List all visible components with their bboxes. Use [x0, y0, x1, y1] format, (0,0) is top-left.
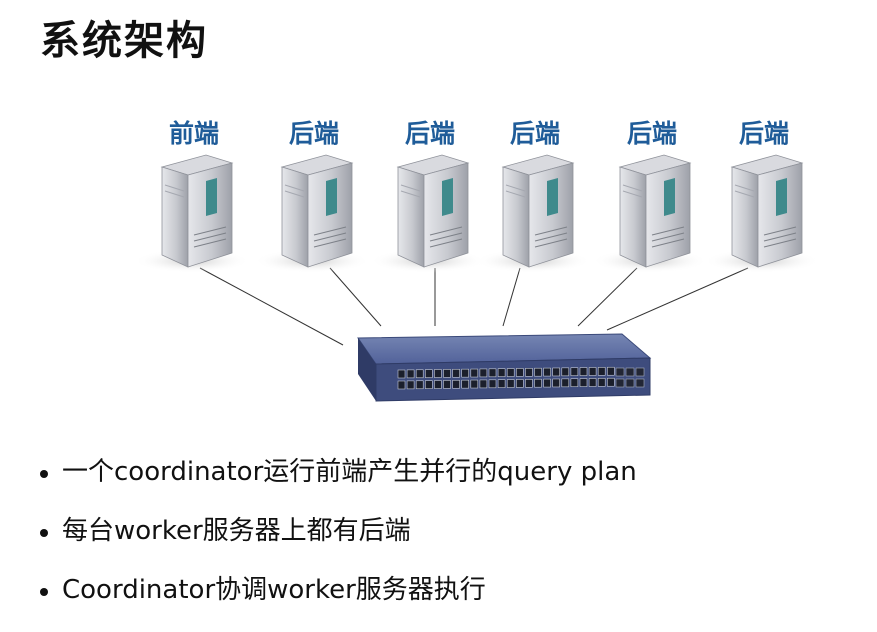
- switch-port: [588, 367, 597, 376]
- bullet-text: 一个coordinator运行前端产生并行的query plan: [62, 457, 637, 487]
- switch-port: [570, 367, 579, 377]
- switch-port: [415, 369, 424, 379]
- switch-port: [606, 366, 615, 376]
- cable-1: [199, 267, 344, 346]
- switch-port: [497, 379, 506, 388]
- slide-title: 系统架构: [40, 17, 208, 64]
- switch-port: [597, 367, 606, 376]
- switch-port: [470, 379, 479, 389]
- switch-port: [561, 378, 570, 388]
- switch-port: [561, 367, 570, 377]
- server-label: 后端: [288, 119, 339, 148]
- switch-port: [543, 378, 551, 388]
- switch-port: [525, 368, 533, 377]
- architecture-diagram: [134, 154, 820, 402]
- switch-port: [570, 378, 579, 388]
- switch-port: [397, 369, 406, 379]
- uplink-port: [635, 378, 645, 388]
- server-label: 后端: [404, 119, 455, 148]
- switch-port: [397, 380, 406, 390]
- switch-port: [552, 378, 561, 388]
- server-label: 后端: [626, 119, 677, 148]
- switch-port: [424, 369, 433, 378]
- server-label: 后端: [738, 119, 789, 148]
- switch-port: [606, 377, 615, 387]
- server-icon: [475, 154, 591, 273]
- switch-port: [579, 378, 588, 387]
- switch-port: [588, 378, 597, 387]
- uplink-port: [615, 367, 625, 377]
- uplink-port: [625, 378, 635, 388]
- server-icon: [592, 154, 708, 273]
- bullet-text: Coordinator协调worker服务器执行: [62, 575, 486, 605]
- bullet-item: Coordinator协调worker服务器执行: [38, 570, 637, 629]
- bullet-dot: [40, 529, 48, 537]
- switch-port: [479, 379, 488, 389]
- switch-port: [461, 368, 470, 378]
- switch-port: [452, 379, 460, 389]
- server-icon: [134, 154, 250, 273]
- switch-port: [443, 380, 451, 389]
- server-icon: [704, 154, 820, 273]
- bullet-item: 每台worker服务器上都有后端: [38, 511, 637, 570]
- switch-port: [406, 369, 415, 379]
- uplink-port: [615, 378, 625, 388]
- switch-port: [506, 368, 515, 377]
- uplink-port: [625, 367, 635, 377]
- uplink-port: [635, 367, 645, 377]
- bullet-dot: [40, 588, 48, 596]
- switch-port: [506, 379, 515, 388]
- server-label: 后端: [509, 119, 560, 148]
- server-icon: [370, 154, 486, 273]
- bullet-list: 一个coordinator运行前端产生并行的query plan 每台worke…: [38, 452, 637, 629]
- switch-port: [488, 379, 497, 389]
- network-switch-icon: [357, 333, 652, 402]
- switch-port: [534, 367, 542, 377]
- switch-port: [479, 368, 488, 378]
- switch-port: [543, 367, 551, 377]
- cables: [199, 267, 749, 346]
- bullet-item: 一个coordinator运行前端产生并行的query plan: [38, 452, 637, 511]
- switch-port: [515, 379, 524, 388]
- switch-port: [461, 379, 470, 389]
- switch-port: [452, 368, 460, 378]
- switch-port: [515, 368, 524, 377]
- switch-port: [434, 369, 442, 378]
- switch-port: [488, 368, 497, 378]
- server-icon: [254, 154, 370, 273]
- switch-port: [497, 368, 506, 377]
- bullet-text: 每台worker服务器上都有后端: [62, 516, 411, 546]
- switch-port: [470, 368, 479, 378]
- switch-port: [443, 369, 451, 378]
- cable-5: [577, 267, 638, 327]
- cable-4: [502, 267, 521, 327]
- switch-port: [579, 367, 588, 376]
- cable-2: [329, 267, 382, 327]
- switch-port: [434, 380, 442, 389]
- switch-port: [597, 378, 606, 387]
- switch-port: [552, 367, 561, 377]
- cable-6: [606, 267, 749, 331]
- switch-port: [415, 380, 424, 390]
- bullet-dot: [40, 470, 48, 478]
- switch-port: [406, 380, 415, 390]
- switch-port: [534, 378, 542, 388]
- switch-port: [525, 379, 533, 388]
- server-label: 前端: [168, 119, 219, 148]
- switch-port: [424, 380, 433, 389]
